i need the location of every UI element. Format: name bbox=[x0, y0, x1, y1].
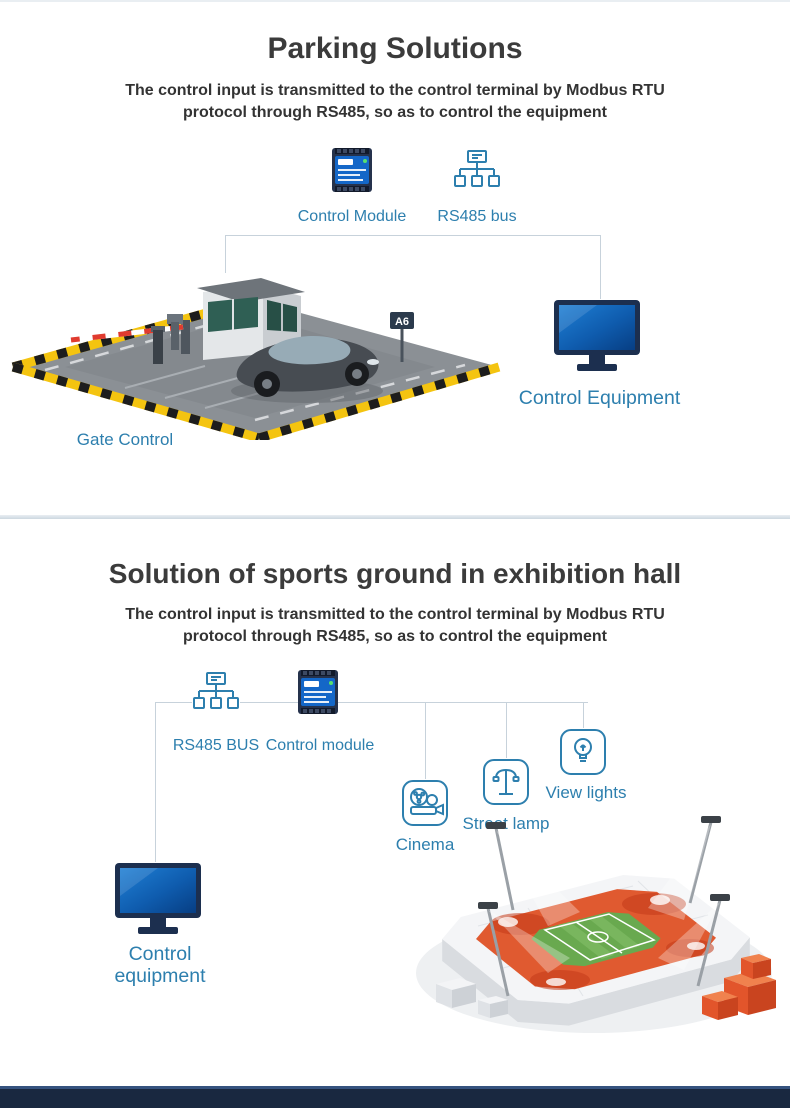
control-module-icon bbox=[329, 147, 375, 193]
stadium-illustration bbox=[408, 808, 780, 1053]
guard-booth bbox=[197, 278, 305, 360]
car bbox=[231, 335, 383, 403]
cinema-label: Cinema bbox=[395, 835, 455, 854]
bus-line-horizontal bbox=[155, 702, 588, 703]
control-equipment-line2: equipment bbox=[114, 965, 206, 987]
stadium-entrance-blocks bbox=[702, 954, 776, 1020]
stadium-side-blocks bbox=[436, 978, 508, 1018]
rs485-bus-label-2: RS485 BUS bbox=[172, 737, 260, 754]
control-equipment-monitor-icon bbox=[553, 299, 641, 375]
line-to-street-lamp bbox=[506, 702, 507, 758]
street-lamp-icon bbox=[482, 758, 530, 806]
parking-title: Parking Solutions bbox=[267, 32, 523, 65]
control-equipment-label: Control Equipment bbox=[518, 387, 681, 409]
view-lights-label: View lights bbox=[545, 783, 627, 802]
rs485-bus-label: RS485 bus bbox=[437, 208, 517, 225]
connector-line-horizontal bbox=[225, 235, 600, 236]
rs485-bus-icon bbox=[453, 149, 501, 193]
gate-control-label: Gate Control bbox=[76, 430, 174, 449]
footer-accent-line bbox=[0, 1086, 790, 1089]
control-equipment-label-2: Control equipment bbox=[85, 943, 235, 987]
control-module-label: Control Module bbox=[297, 208, 407, 225]
control-equipment-monitor-icon-2 bbox=[114, 862, 202, 938]
rs485-bus-icon-2 bbox=[192, 671, 240, 715]
sports-subtitle-line1: The control input is transmitted to the … bbox=[125, 606, 665, 623]
street-lamp-label: Street lamp bbox=[462, 814, 550, 833]
section-divider bbox=[0, 515, 790, 519]
svg-text:A6: A6 bbox=[395, 316, 409, 328]
footer-bar bbox=[0, 1086, 790, 1108]
ticket-machines bbox=[151, 314, 183, 364]
booth-sign: A6 bbox=[390, 312, 414, 362]
parking-illustration: A6 bbox=[5, 270, 505, 440]
line-to-view-lights bbox=[583, 702, 584, 728]
connector-line-to-monitor bbox=[600, 235, 601, 299]
line-to-cinema bbox=[425, 702, 426, 779]
cinema-icon bbox=[401, 779, 449, 827]
sports-title: Solution of sports ground in exhibition … bbox=[108, 558, 682, 589]
parking-subtitle-line2: protocol through RS485, so as to control… bbox=[182, 104, 608, 121]
connector-line-to-gate bbox=[225, 235, 226, 273]
view-lights-icon bbox=[559, 728, 607, 776]
parking-subtitle-line1: The control input is transmitted to the … bbox=[125, 82, 665, 99]
line-to-control-equipment bbox=[155, 702, 156, 862]
sports-subtitle-line2: protocol through RS485, so as to control… bbox=[182, 628, 608, 645]
control-equipment-line1: Control bbox=[128, 943, 192, 965]
control-module-icon-2 bbox=[295, 669, 341, 715]
footer-body bbox=[0, 1089, 790, 1108]
control-module-label-2: Control module bbox=[265, 737, 375, 754]
